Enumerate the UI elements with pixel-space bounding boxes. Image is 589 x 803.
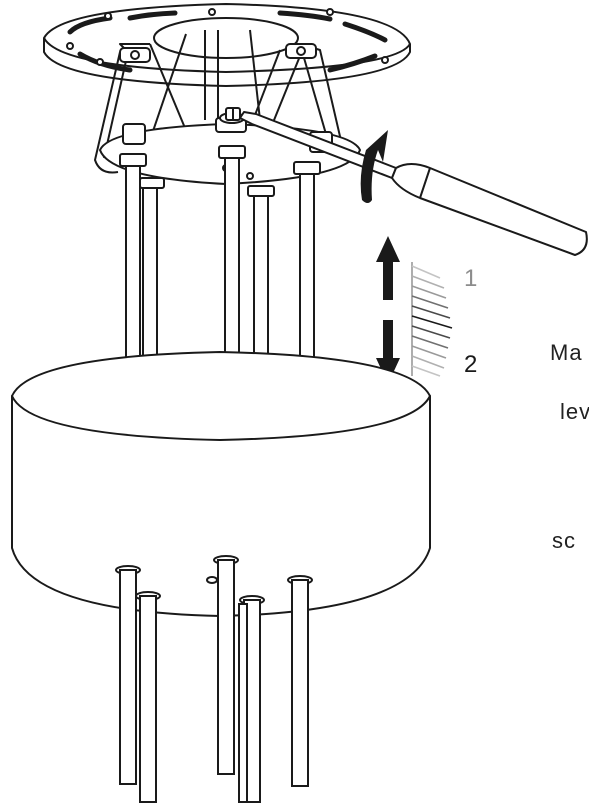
- adjustment-screw: [215, 107, 247, 133]
- callout-up-label: 1: [464, 265, 477, 292]
- rotate-arrow-icon: [360, 130, 388, 203]
- callout-down-label: 2: [464, 351, 477, 378]
- side-text-line-2: lev: [560, 399, 589, 424]
- height-scale: [411, 262, 453, 377]
- side-text-line-3: sc: [552, 528, 576, 553]
- side-text-line-1: Ma: [550, 340, 583, 365]
- guide-rods-lower: [115, 555, 313, 803]
- screwdriver-icon: [239, 111, 588, 256]
- lower-housing: [11, 351, 431, 617]
- support-frame: [94, 29, 346, 174]
- mounting-plate: [43, 3, 411, 87]
- arrow-up-icon: [376, 236, 400, 300]
- guide-rods-upper: [119, 145, 321, 375]
